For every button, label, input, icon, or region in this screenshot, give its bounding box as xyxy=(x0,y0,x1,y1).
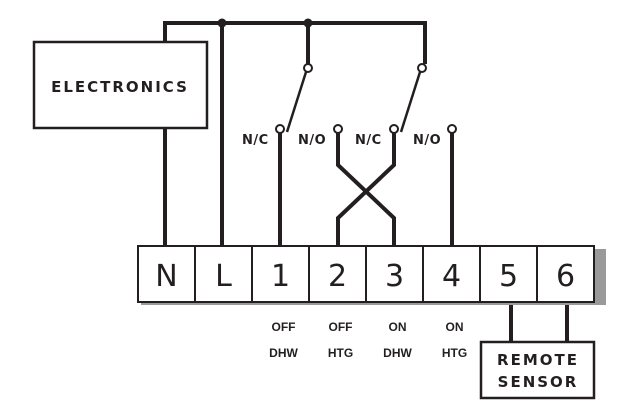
terminal-l xyxy=(194,245,253,303)
terminal-function-label: ON xyxy=(389,320,407,334)
switch-b-arm xyxy=(399,71,422,133)
terminal-function-label: HTG xyxy=(442,346,467,360)
terminal-function-label: HTG xyxy=(328,346,353,360)
contact-no-a xyxy=(333,124,343,134)
contact-no-b xyxy=(447,124,457,134)
terminal-label: 4 xyxy=(442,259,461,294)
terminal-label: 1 xyxy=(271,259,290,294)
terminal-label: N xyxy=(155,259,177,294)
electronics-label: ELECTRONICS xyxy=(51,78,189,96)
contact-label: N/O xyxy=(298,133,326,148)
terminal-4 xyxy=(422,245,481,303)
terminal-block: N L 1 2 3 4 5 6 xyxy=(137,245,595,303)
terminal-3 xyxy=(365,245,424,303)
crossed-wire-b xyxy=(336,132,396,247)
remote-sensor-label-line1: REMOTE xyxy=(497,351,579,369)
terminal-label: 2 xyxy=(328,259,347,294)
terminal-2 xyxy=(308,245,367,303)
terminal-1 xyxy=(251,245,310,303)
terminal-label: L xyxy=(215,259,232,294)
terminal-6 xyxy=(536,245,595,303)
switch-b-pivot xyxy=(417,63,427,73)
live-bus-wire xyxy=(163,21,427,64)
terminal-function-labels: OFF DHW OFF HTG ON DHW ON HTG xyxy=(269,320,467,360)
terminal-function-label: DHW xyxy=(383,346,412,360)
terminal-label: 6 xyxy=(556,259,575,294)
junction-dot xyxy=(303,18,313,28)
terminal-function-label: DHW xyxy=(269,346,298,360)
contact-nc-b xyxy=(389,124,399,134)
remote-sensor-box xyxy=(479,340,596,400)
contact-label: N/C xyxy=(355,133,382,148)
switch-a-pivot xyxy=(303,63,313,73)
terminal-function-label: ON xyxy=(446,320,464,334)
terminal-function-label: OFF xyxy=(329,320,353,334)
terminal-function-label: OFF xyxy=(272,320,296,334)
switch-a-arm xyxy=(285,71,308,133)
remote-sensor-label-line2: SENSOR xyxy=(498,373,579,391)
junction-dot xyxy=(217,18,227,28)
contact-nc-a xyxy=(275,124,285,134)
electronics-box xyxy=(32,40,209,130)
terminal-n xyxy=(137,245,196,303)
terminal-label: 3 xyxy=(385,259,404,294)
contact-label: N/O xyxy=(413,133,441,148)
contact-label: N/C xyxy=(242,133,269,148)
terminal-label: 5 xyxy=(499,259,518,294)
